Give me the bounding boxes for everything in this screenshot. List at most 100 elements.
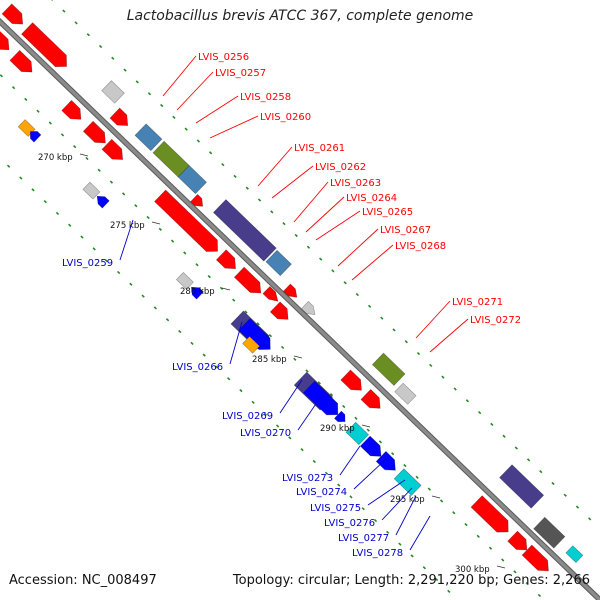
reverse-gene-leader-line <box>339 445 361 476</box>
forward-gene-label: LVIS_0264 <box>346 193 397 204</box>
guide-dot <box>36 109 40 113</box>
forward-gene-feature <box>371 352 406 386</box>
inner-forward-gene-feature <box>262 286 279 302</box>
guide-dot <box>312 459 316 464</box>
guide-dot <box>109 180 114 184</box>
reverse-gene-leader-line <box>229 321 243 365</box>
guide-dot <box>98 44 103 49</box>
scale-label: 295 kbp <box>390 495 425 505</box>
guide-dot <box>68 223 72 227</box>
guide-dot <box>74 21 78 25</box>
scale-label: 270 kbp <box>38 153 73 163</box>
guide-dot <box>219 286 224 291</box>
scale-label: 285 kbp <box>252 355 287 365</box>
inner-forward-gene-feature <box>269 301 289 320</box>
guide-dot <box>551 481 555 486</box>
forward-gene-feature <box>265 249 292 277</box>
guide-dot <box>62 9 66 13</box>
forward-gene-label: LVIS_0258 <box>240 92 291 103</box>
reverse-gene-feature <box>191 286 204 300</box>
guide-dot <box>306 245 311 249</box>
guide-dot <box>86 33 90 37</box>
forward-gene-feature <box>101 80 125 104</box>
forward-gene-leader-line <box>209 115 259 139</box>
forward-gene-label: LVIS_0261 <box>294 143 345 154</box>
reverse-gene-leader-line <box>353 459 386 490</box>
guide-dot <box>447 589 451 593</box>
reverse-gene-feature <box>96 195 110 209</box>
accession-text: Accession: NC_008497 <box>9 573 157 588</box>
scale-tick <box>431 495 441 499</box>
guide-dot <box>24 97 28 102</box>
forward-gene-label: LVIS_0265 <box>362 207 413 218</box>
guide-dot <box>170 239 175 243</box>
guide-dot <box>288 436 292 440</box>
forward-gene-feature <box>1 3 24 25</box>
reverse-gene-leader-line <box>367 479 406 506</box>
guide-dot <box>85 156 89 161</box>
inner-forward-gene-feature <box>154 189 218 252</box>
guide-dot <box>146 215 150 220</box>
inner-forward-gene-feature <box>82 120 106 144</box>
guide-dot <box>104 259 109 263</box>
forward-gene-leader-line <box>315 210 361 241</box>
reverse-gene-label: LVIS_0259 <box>62 258 113 269</box>
forward-gene-feature <box>533 516 566 549</box>
guide-dot <box>380 316 384 320</box>
guide-dot <box>429 363 433 367</box>
inner-forward-gene-feature <box>233 266 262 294</box>
reverse-gene-label: LVIS_0270 <box>240 428 291 439</box>
guide-dot <box>575 505 580 509</box>
guide-dot <box>60 133 65 137</box>
forward-gene-feature <box>565 545 584 564</box>
guide-dot <box>31 188 35 192</box>
guide-dot <box>178 329 182 334</box>
guide-dot <box>502 434 506 438</box>
guide-dot <box>275 424 280 428</box>
scale-tick <box>151 221 161 225</box>
guide-dot <box>80 235 84 239</box>
reverse-gene-feature <box>303 380 339 416</box>
reverse-gene-leader-line <box>381 487 413 521</box>
forward-gene-feature <box>134 123 163 152</box>
guide-dot <box>464 522 468 527</box>
guide-dot <box>441 375 445 379</box>
map-title: Lactobacillus brevis ATCC 367, complete … <box>126 8 474 24</box>
reverse-gene-feature <box>359 435 382 457</box>
reverse-gene-feature <box>393 468 422 496</box>
reverse-gene-leader-line <box>395 495 417 536</box>
forward-gene-leader-line <box>271 165 314 199</box>
guide-dot <box>129 282 133 286</box>
guide-dot <box>207 274 211 279</box>
forward-gene-leader-line <box>337 228 379 267</box>
guide-dot <box>158 227 162 231</box>
guide-dot <box>415 475 419 479</box>
scale-tick <box>496 565 506 569</box>
guide-dot <box>490 422 494 427</box>
guide-dot <box>452 511 456 515</box>
inner-forward-gene-feature <box>0 30 10 51</box>
guide-dot <box>439 499 444 503</box>
reverse-gene-feature <box>333 410 346 423</box>
forward-gene-leader-line <box>351 244 394 281</box>
inner-forward-gene-feature <box>470 495 509 533</box>
guide-dot <box>160 103 164 108</box>
guide-dot <box>373 518 378 523</box>
forward-gene-leader-line <box>257 146 293 187</box>
guide-dot <box>367 304 372 308</box>
guide-dot <box>563 493 567 497</box>
reverse-gene-feature <box>175 272 194 290</box>
guide-dot <box>300 448 304 452</box>
forward-gene-feature <box>499 464 545 509</box>
inner-forward-gene-feature <box>9 49 33 73</box>
scale-tick <box>361 424 371 428</box>
guide-dot <box>227 377 231 381</box>
guide-dot <box>195 263 199 267</box>
guide-dot <box>232 298 236 302</box>
forward-gene-label: LVIS_0263 <box>330 178 381 189</box>
guide-dot <box>434 577 439 582</box>
reverse-gene-feature <box>29 131 42 143</box>
forward-gene-feature <box>190 193 204 207</box>
guide-dot <box>342 404 346 409</box>
